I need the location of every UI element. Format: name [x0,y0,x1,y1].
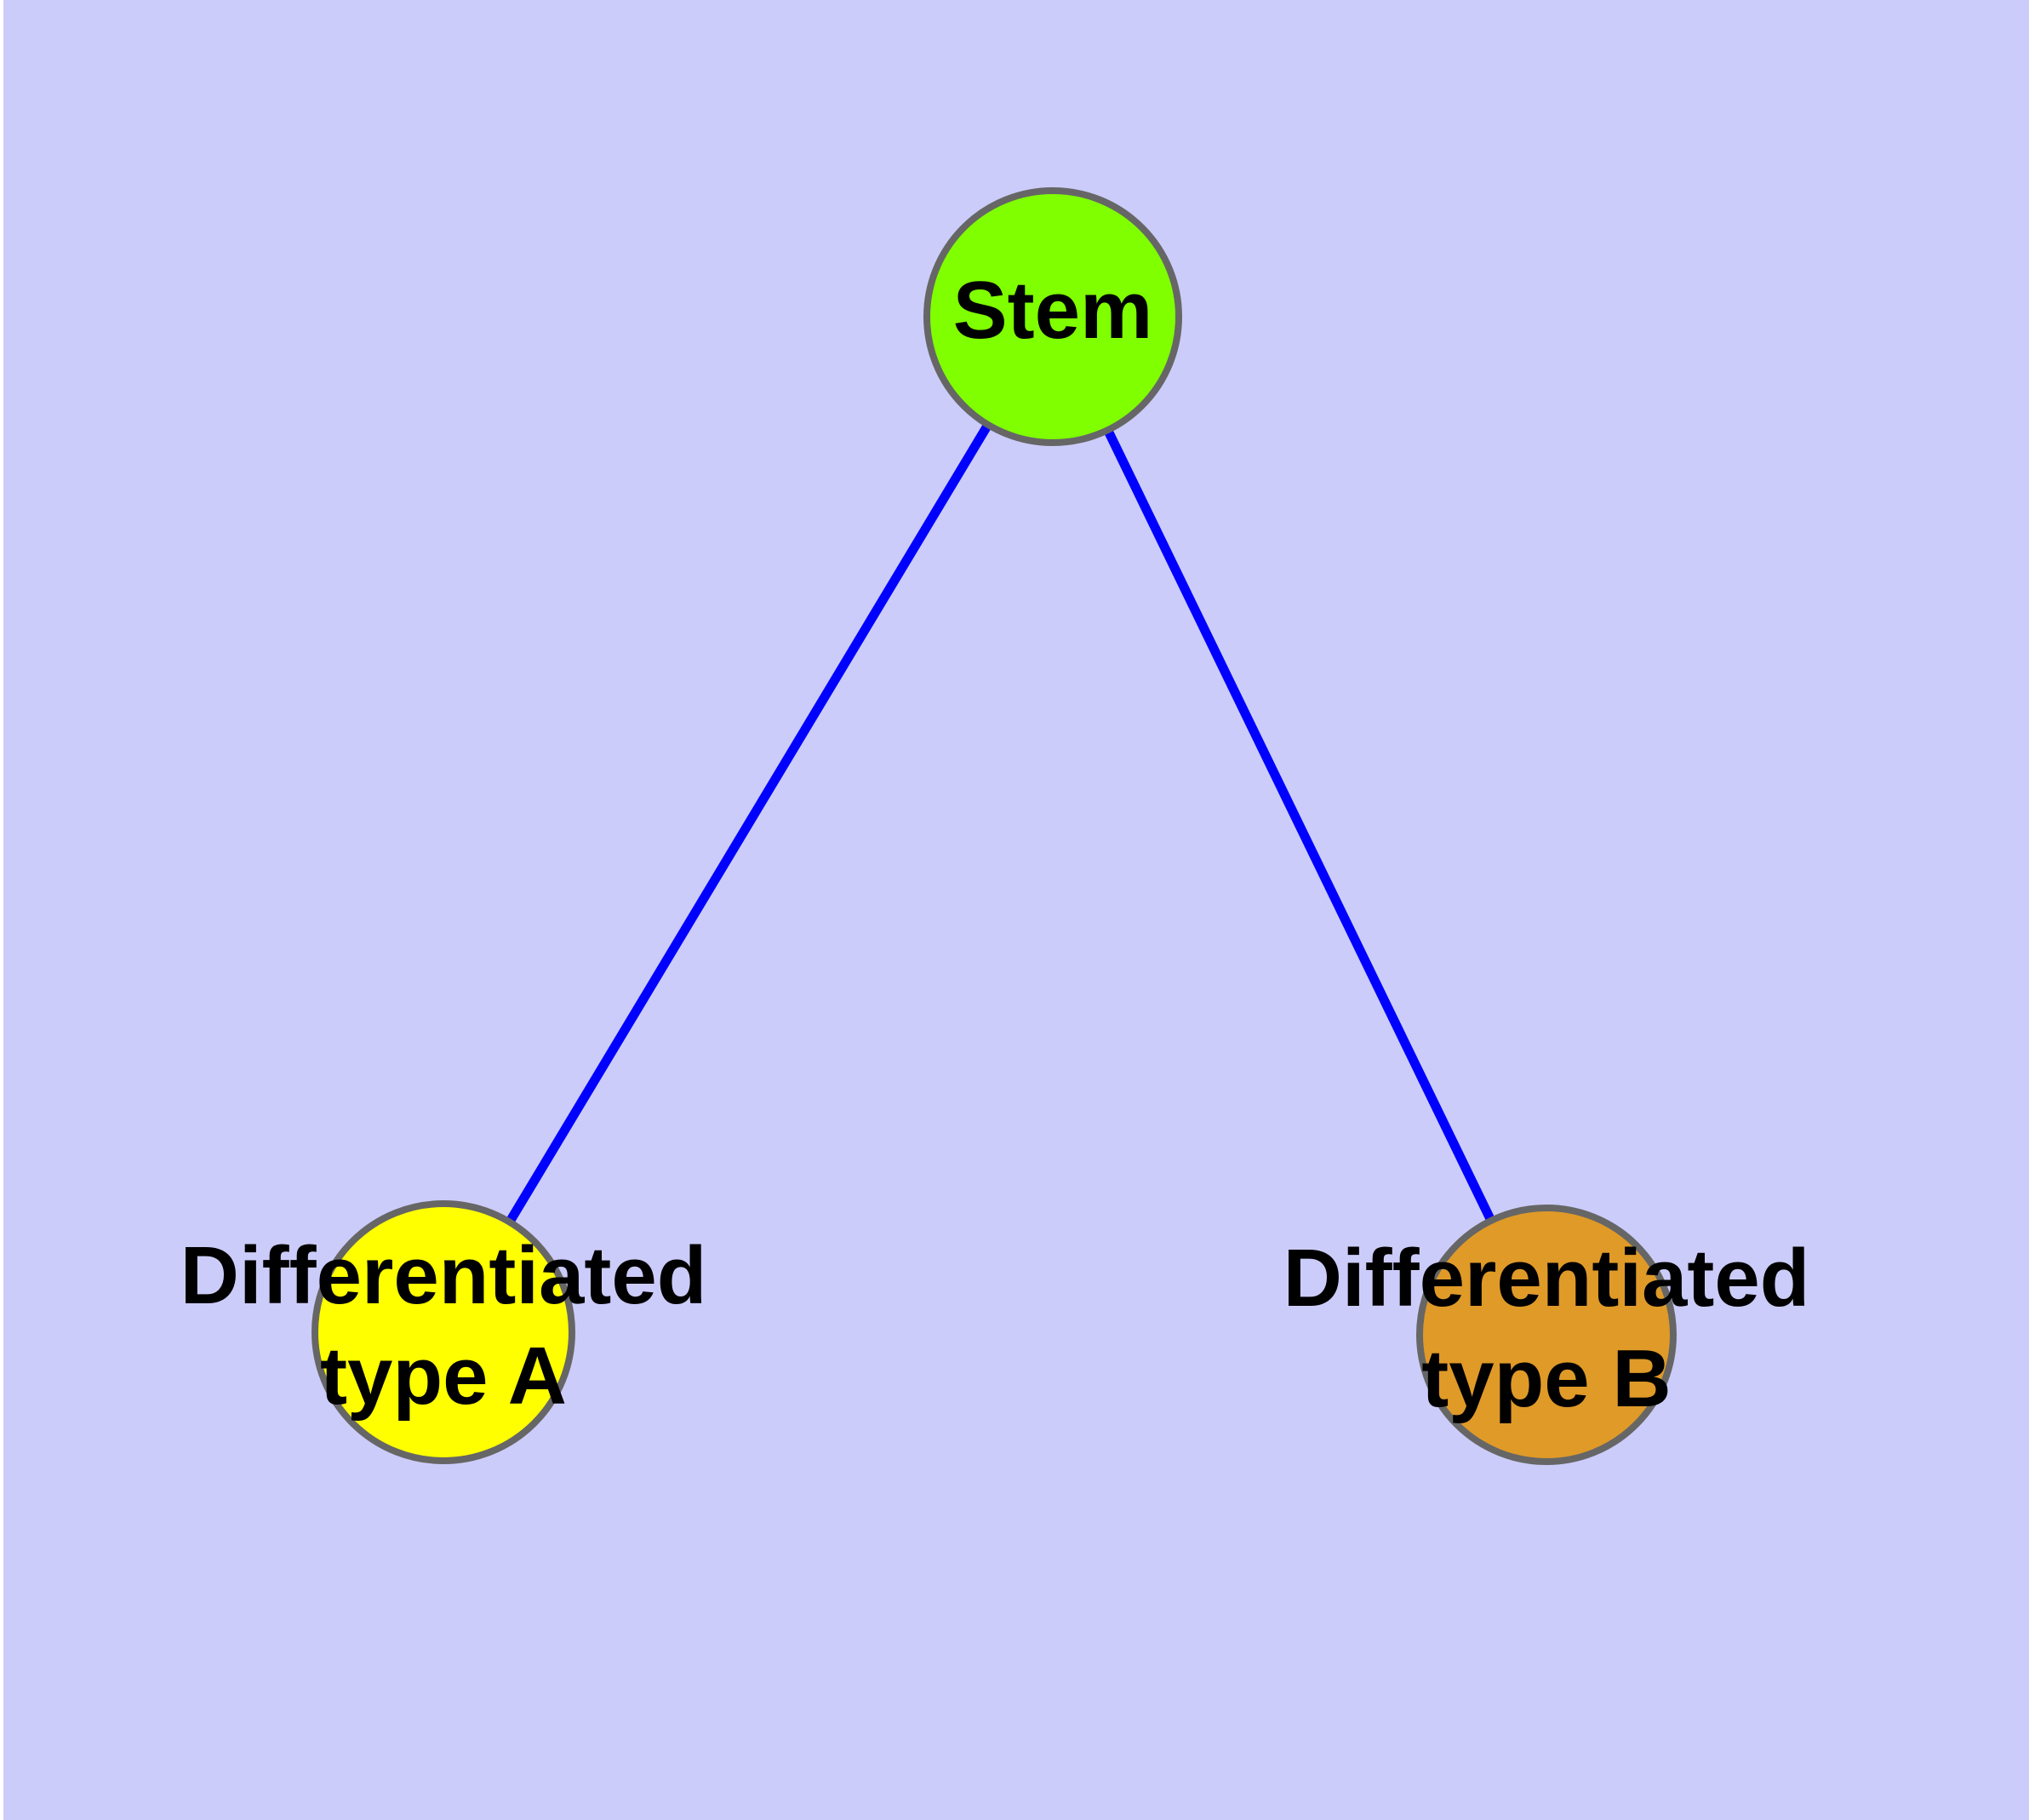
node-differentiated-type-a-circle[interactable] [311,1200,575,1464]
edge-layer [503,419,1497,1228]
node-differentiated-type-a[interactable] [311,1200,575,1464]
edge-stem-to-differentiated-type-b[interactable] [1101,425,1497,1226]
node-stem-circle[interactable] [923,187,1182,446]
node-stem[interactable] [923,187,1182,446]
node-layer [311,187,1677,1465]
edge-stem-to-differentiated-type-a[interactable] [503,419,994,1228]
node-differentiated-type-b[interactable] [1416,1205,1677,1465]
node-differentiated-type-b-circle[interactable] [1416,1205,1677,1465]
node-label-stem: Stem [953,265,1153,356]
